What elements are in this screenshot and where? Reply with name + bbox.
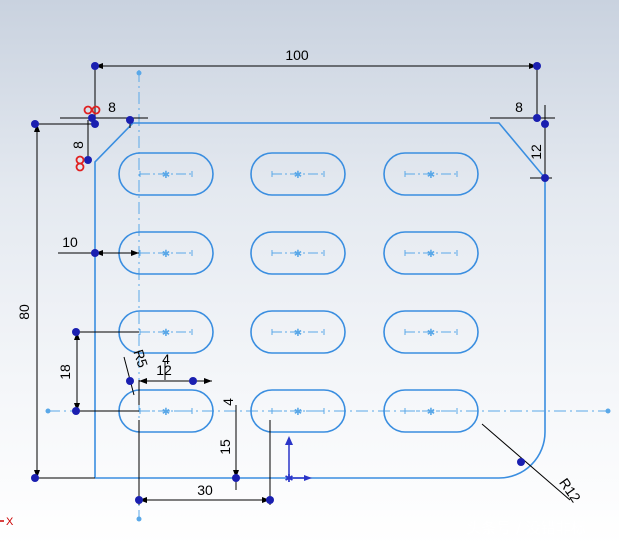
centerline-endpoint [45, 408, 51, 414]
relation-icons [75, 105, 101, 172]
slot-1-2[interactable]: ✱ [250, 152, 346, 196]
slot-pattern: ✱ ✱ ✱ ✱ ✱ ✱ ✱ ✱ ✱ ✱ ✱ ✱ [118, 152, 479, 433]
sketch-point[interactable] [266, 496, 274, 504]
sketch-point[interactable] [189, 377, 197, 385]
dim-slot-width-small[interactable]: 4 [220, 398, 236, 406]
slot-2-3[interactable]: ✱ [383, 231, 479, 275]
slot-center-marker: ✱ [427, 170, 435, 181]
slot-3-1[interactable]: ✱ [118, 310, 214, 354]
slot-center-marker: ✱ [162, 170, 170, 181]
slot-center-marker: ✱ [427, 249, 435, 260]
sketch-point[interactable] [135, 496, 143, 504]
dim-slot-column-pitch[interactable]: 30 [197, 482, 213, 498]
centerlines [48, 70, 608, 520]
equal-relation-icon[interactable] [83, 105, 101, 115]
sketch-point[interactable] [31, 120, 39, 128]
slot-1-1[interactable]: ✱ [118, 152, 214, 196]
dim-slot-bottom-height[interactable]: 15 [217, 439, 233, 455]
centerline-endpoint [136, 516, 142, 522]
centerline-endpoint [605, 408, 611, 414]
sketch-point[interactable] [541, 120, 549, 128]
sketch-point[interactable] [533, 62, 541, 70]
origin-icon[interactable]: ✱ [284, 436, 312, 485]
slot-center-marker: ✱ [294, 328, 302, 339]
dim-corner-radius[interactable]: R12 [556, 475, 584, 505]
dim-slot-width-top[interactable]: 4 [162, 351, 170, 367]
slot-center-marker: ✱ [427, 328, 435, 339]
dim-slot-row-pitch[interactable]: 18 [57, 364, 73, 380]
slot-center-marker: ✱ [162, 407, 170, 418]
slot-center-marker: ✱ [294, 407, 302, 418]
equal-relation-icon[interactable] [75, 155, 85, 172]
dim-chamfer-right-vertical[interactable]: 12 [528, 144, 544, 160]
centerline-endpoint [136, 70, 142, 76]
watermark: 头条号 / 没错非标 [466, 519, 586, 537]
axis-label: X [6, 516, 14, 528]
plate-outline[interactable] [94, 122, 546, 479]
sketch-point[interactable] [88, 114, 96, 122]
slot-center-marker: ✱ [162, 328, 170, 339]
dim-chamfer-left-horizontal[interactable]: 8 [108, 99, 116, 115]
sketch-points [31, 62, 549, 504]
sketch-point[interactable] [541, 174, 549, 182]
sketch-point[interactable] [84, 156, 92, 164]
sketch-point[interactable] [91, 249, 99, 257]
svg-text:✱: ✱ [284, 473, 293, 485]
dim-overall-width[interactable]: 100 [285, 47, 309, 63]
slot-4-1[interactable]: ✱ [118, 389, 214, 433]
slot-center-marker: ✱ [294, 249, 302, 260]
slot-4-2[interactable]: ✱ [250, 389, 346, 433]
dimension-arrows [34, 63, 537, 503]
dimension-labels: 100 8 8 8 12 10 80 18 R5 12 4 30 15 4 R1… [16, 47, 584, 505]
slot-3-2[interactable]: ✱ [250, 310, 346, 354]
dim-chamfer-right-horizontal[interactable]: 8 [515, 99, 523, 115]
sketch-point[interactable] [91, 62, 99, 70]
slot-center-marker: ✱ [427, 407, 435, 418]
slot-center-marker: ✱ [162, 249, 170, 260]
slot-2-1[interactable]: ✱ [118, 231, 214, 275]
slot-2-2[interactable]: ✱ [250, 231, 346, 275]
slot-center-marker: ✱ [294, 170, 302, 181]
sketch-point[interactable] [72, 328, 80, 336]
slot-1-3[interactable]: ✱ [383, 152, 479, 196]
sketch-point[interactable] [91, 120, 99, 128]
dimension-lines [35, 65, 571, 505]
dim-left-offset[interactable]: 10 [62, 234, 78, 250]
sketch-point[interactable] [533, 114, 541, 122]
sketch-point[interactable] [31, 474, 39, 482]
dim-slot-radius[interactable]: R5 [130, 347, 151, 369]
sketch-point[interactable] [232, 474, 240, 482]
sketch-point[interactable] [126, 377, 134, 385]
sketch-point[interactable] [126, 116, 134, 124]
slot-4-3[interactable]: ✱ [383, 389, 479, 433]
dim-overall-height[interactable]: 80 [16, 304, 32, 320]
sketch-point[interactable] [517, 458, 525, 466]
dim-chamfer-left-vertical[interactable]: 8 [70, 141, 86, 149]
sketch-point[interactable] [72, 407, 80, 415]
dim-slot-length[interactable]: 12 [156, 362, 172, 378]
axis-indicator: X [0, 516, 14, 528]
slot-3-3[interactable]: ✱ [383, 310, 479, 354]
